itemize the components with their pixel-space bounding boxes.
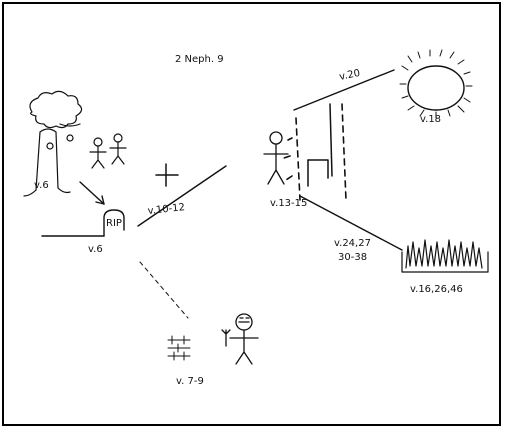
page-title: 2 Neph. 9 [175,54,224,65]
dashed-line [139,261,189,319]
cross-icon [155,163,179,187]
fire-verse-label: v.16,26,46 [410,284,463,295]
path-to-sun-line [293,69,395,111]
path-to-fire-line [299,195,403,251]
drawing-frame [2,2,501,426]
sun-verse-label: v.18 [420,114,441,125]
devil-figure-icon [221,313,259,365]
path-top-verse-label: v.20 [338,68,361,83]
tree-icon [23,90,83,197]
grave-verse-label: v.6 [88,244,103,255]
atonement-line [137,165,227,227]
arrow-icon [79,181,105,205]
tree-verse-label: v.6 [34,180,49,191]
fire-pit-icon [401,239,489,273]
person-icon [263,131,289,185]
light-rays-icon [283,103,347,201]
rip-text: RIP [106,218,122,229]
person-verse-label: v.13-15 [270,198,307,209]
path-low-verse-label-2: 30-38 [338,252,367,263]
chains-icon [167,335,191,361]
cross-verse-label: v.10-12 [147,202,185,217]
path-low-verse-label-1: v.24,27 [334,238,371,249]
sun-icon [399,49,473,119]
chains-verse-label: v. 7-9 [176,376,204,387]
gate-icon [307,103,333,187]
adam-eve-figures-icon [89,133,127,169]
grave-icon [41,209,125,237]
